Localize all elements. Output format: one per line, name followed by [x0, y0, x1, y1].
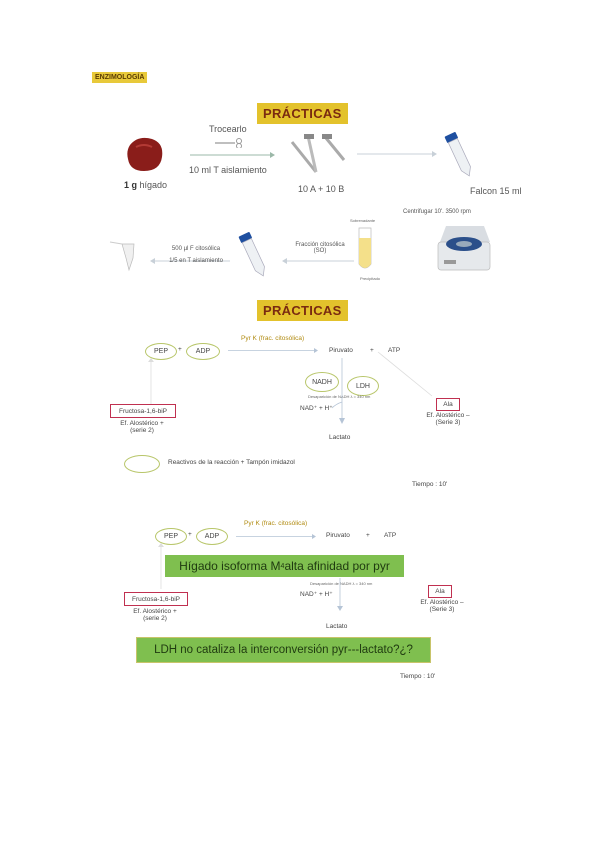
nad-label: NAD⁺ + H⁺ — [300, 405, 333, 412]
activation-line-3 — [158, 543, 164, 589]
arrow-down-3 — [337, 578, 343, 611]
arrow-3 — [282, 258, 354, 264]
tubes-label: 10 A + 10 B — [298, 184, 345, 194]
liver-image — [127, 137, 163, 171]
aislamiento-label: 10 ml T aislamiento — [189, 165, 267, 175]
centrifugar-label: Centrifugar 10'. 3500 rpm — [403, 209, 471, 215]
section-tag: ENZIMOLOGÍA — [92, 72, 148, 83]
tiempo-label-3: Tiempo : 10' — [400, 673, 436, 680]
desaparicion-label: Desaparición de NADH λ = 340 nm — [308, 394, 371, 399]
piruvato-label-3: Piruvato — [326, 532, 350, 539]
nadh-node: NADH — [305, 372, 339, 392]
falcon-tube-image — [444, 132, 471, 177]
arrow-pyrk — [228, 348, 318, 353]
lactato-label: Lactato — [329, 434, 351, 441]
pep-node: PEP — [145, 343, 177, 360]
ala-box: Ala — [436, 398, 460, 411]
pep-node-3: PEP — [155, 528, 187, 545]
scissors-icon — [215, 138, 242, 148]
slide2-title: PRÁCTICAS — [257, 300, 348, 321]
homogenizer-image — [290, 134, 346, 173]
supernatant-tube-image — [358, 227, 372, 269]
ef-minus-label: Ef. Alostérico –(Serie 3) — [426, 412, 470, 426]
lactato-label-3: Lactato — [326, 623, 348, 630]
inhibition-line — [377, 351, 433, 397]
plus-sign-4: + — [366, 532, 370, 539]
reactivos-label: Reactivos de la reacción + Tampón imidaz… — [168, 459, 295, 466]
falcon-tube-2-image — [238, 232, 265, 277]
pyrk-label: Pyr K (frac. citosólica) — [241, 335, 305, 342]
ef-plus-label: Ef. Alostérico +(serie 2) — [120, 420, 164, 434]
arrow-4 — [150, 258, 230, 264]
piruvato-label: Piruvato — [329, 347, 353, 354]
ala-box-3: Ala — [428, 585, 452, 598]
liver-label: 1 g hígado — [124, 180, 168, 190]
legend-oval — [124, 455, 160, 473]
slide1-title: PRÁCTICAS — [257, 103, 348, 124]
centrifuge-image — [437, 226, 491, 271]
tiempo-label: Tiempo : 10' — [412, 481, 448, 488]
desaparicion-label-3: Desaparición de NADH λ = 340 nm — [310, 581, 373, 586]
nad-label-3: NAD⁺ + H⁺ — [300, 591, 333, 598]
adp-node: ADP — [186, 343, 220, 360]
arrow-pyrk-3 — [236, 534, 316, 539]
atp-label-3: ATP — [384, 532, 397, 539]
atp-label: ATP — [388, 347, 401, 354]
plus-sign: + — [178, 346, 182, 353]
trocearlo-label: Trocearlo — [209, 124, 247, 134]
ef-plus-label-3: Ef. Alostérico +(serie 2) — [133, 608, 177, 622]
adp-node-3: ADP — [196, 528, 228, 545]
fraccion-label: Fracción citosólica(SO) — [295, 242, 345, 254]
arrow-down — [331, 358, 345, 424]
plus-sign-3: + — [188, 531, 192, 538]
precipitado-label: Precipitado — [360, 276, 381, 281]
banner-ldh: LDH no cataliza la interconversión pyr--… — [136, 637, 431, 663]
eppendorf-image — [109, 241, 135, 272]
arrow-2 — [357, 151, 437, 157]
pyrk-label-3: Pyr K (frac. citosólica) — [244, 520, 308, 527]
activation-line — [148, 358, 154, 404]
fructosa-box-3: Fructosa-1,6-biP — [124, 592, 188, 606]
arrow-1 — [190, 152, 275, 158]
plus-sign-2: + — [370, 347, 374, 354]
sobrenadante-label: Sobrenadante — [350, 218, 376, 223]
falcon-label: Falcon 15 ml — [470, 186, 522, 196]
ef-minus-label-3: Ef. Alostérico –(Serie 3) — [420, 599, 464, 613]
ldh-node: LDH — [347, 376, 379, 396]
fructosa-box: Fructosa-1,6-biP — [110, 404, 176, 418]
